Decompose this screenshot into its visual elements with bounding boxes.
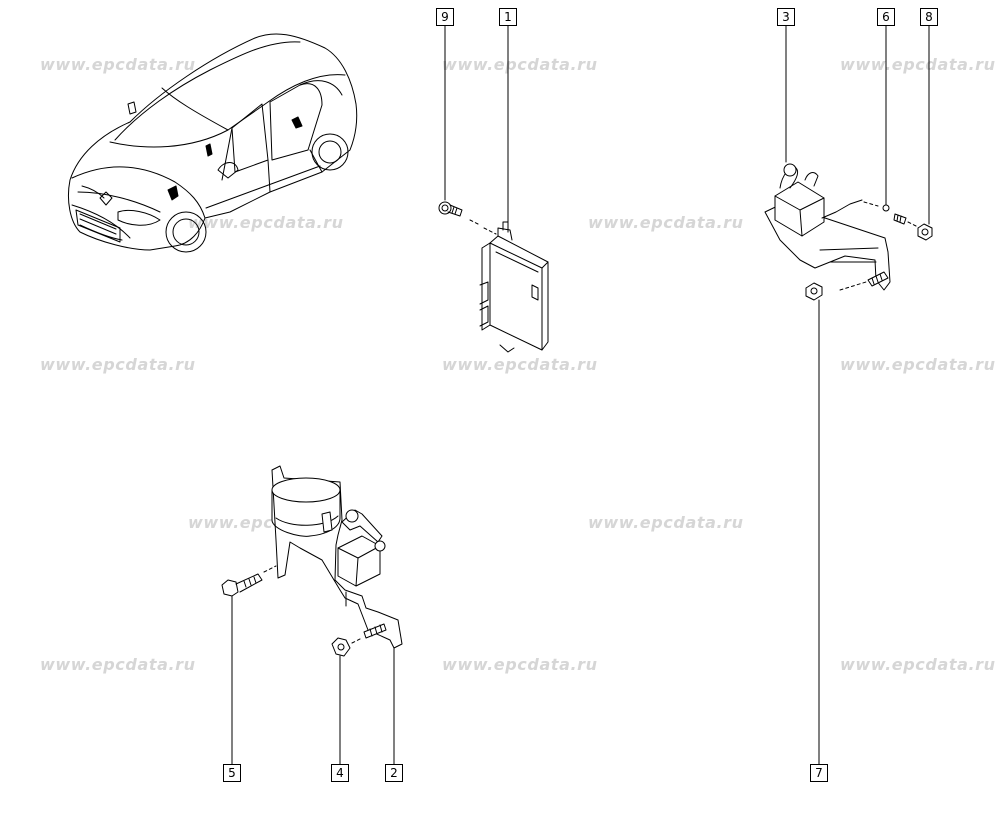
nut-4-illustration (331, 637, 363, 657)
callout-3[interactable]: 3 (777, 8, 795, 26)
callout-4[interactable]: 4 (331, 764, 349, 782)
callout-6[interactable]: 6 (877, 8, 895, 26)
watermark: www.epcdata.ru (588, 213, 744, 232)
callout-1[interactable]: 1 (499, 8, 517, 26)
nut-7-illustration (805, 282, 823, 301)
nut-8-illustration (907, 221, 933, 241)
watermark: www.epcdata.ru (40, 55, 196, 74)
control-module-illustration (479, 221, 549, 353)
watermark: www.epcdata.ru (40, 355, 196, 374)
watermark: www.epcdata.ru (442, 55, 598, 74)
watermark: www.epcdata.ru (588, 513, 744, 532)
callout-8[interactable]: 8 (920, 8, 938, 26)
callout-5[interactable]: 5 (223, 764, 241, 782)
height-sensor-3-illustration (764, 163, 891, 291)
callout-9[interactable]: 9 (436, 8, 454, 26)
clip-6-illustration (863, 201, 907, 225)
watermark: www.epcdata.ru (840, 355, 996, 374)
watermark: www.epcdata.ru (442, 355, 598, 374)
height-sensor-2-illustration (271, 465, 403, 649)
watermark: www.epcdata.ru (840, 55, 996, 74)
watermark: www.epcdata.ru (40, 655, 196, 674)
callout-7[interactable]: 7 (810, 764, 828, 782)
watermark: www.epcdata.ru (442, 655, 598, 674)
watermark: www.epcdata.ru (188, 213, 344, 232)
callout-2[interactable]: 2 (385, 764, 403, 782)
screw-9-illustration (438, 201, 497, 235)
car-illustration (67, 33, 358, 253)
bolt-5-illustration (221, 565, 277, 597)
watermark: www.epcdata.ru (840, 655, 996, 674)
leader-lines (231, 24, 930, 765)
